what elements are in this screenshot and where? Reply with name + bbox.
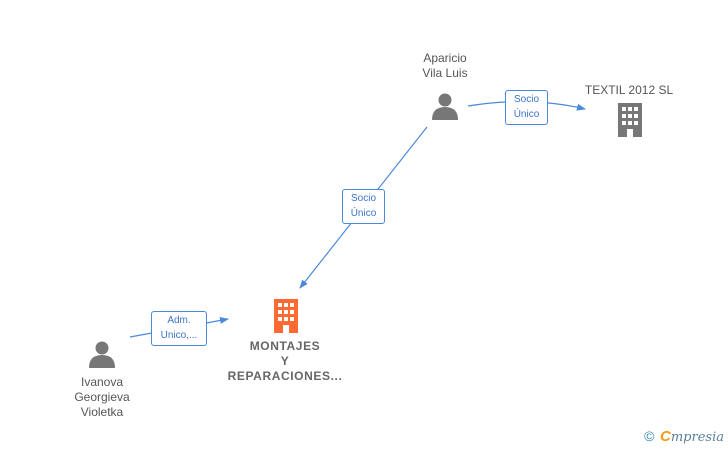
person-icon[interactable] bbox=[430, 92, 460, 120]
brand-footer: © Cmpresia bbox=[644, 428, 724, 445]
edge-label-line: Socio bbox=[513, 94, 539, 105]
edge-label-line: Único bbox=[513, 109, 540, 120]
edge-label-ivanova-montajes[interactable]: Adm. Unico,... bbox=[151, 311, 207, 346]
node-label-line: Y bbox=[280, 354, 290, 368]
node-label-line: Vila Luis bbox=[422, 66, 468, 80]
edge-label-aparicio-textil[interactable]: Socio Único bbox=[505, 90, 548, 125]
building-icon[interactable] bbox=[271, 299, 301, 333]
node-label-montajes[interactable]: MONTAJES Y REPARACIONES... bbox=[220, 339, 350, 384]
node-label-aparicio[interactable]: Aparicio Vila Luis bbox=[393, 51, 497, 81]
node-label-line: Ivanova bbox=[80, 375, 124, 389]
person-icon[interactable] bbox=[87, 340, 117, 368]
edge-label-line: Adm. bbox=[167, 315, 191, 326]
node-label-ivanova[interactable]: Ivanova Georgieva Violetka bbox=[50, 375, 154, 420]
node-label-line: Aparicio bbox=[423, 51, 467, 65]
edge-label-aparicio-montajes[interactable]: Socio Único bbox=[342, 189, 385, 224]
node-label-line: MONTAJES bbox=[249, 339, 321, 353]
node-label-textil[interactable]: TEXTIL 2012 SL bbox=[574, 83, 684, 98]
brand-name: mpresia bbox=[670, 430, 724, 445]
edge-label-line: Unico,... bbox=[160, 330, 198, 341]
node-label-line: TEXTIL 2012 SL bbox=[584, 83, 674, 97]
brand-initial: C bbox=[660, 428, 671, 445]
building-icon[interactable] bbox=[615, 103, 645, 137]
copyright-icon: © bbox=[644, 428, 655, 444]
edge-label-line: Único bbox=[350, 208, 377, 219]
edge-label-line: Socio bbox=[350, 193, 376, 204]
node-label-line: Violetka bbox=[80, 405, 124, 419]
node-label-line: Georgieva bbox=[74, 390, 130, 404]
node-label-line: REPARACIONES... bbox=[227, 369, 343, 383]
